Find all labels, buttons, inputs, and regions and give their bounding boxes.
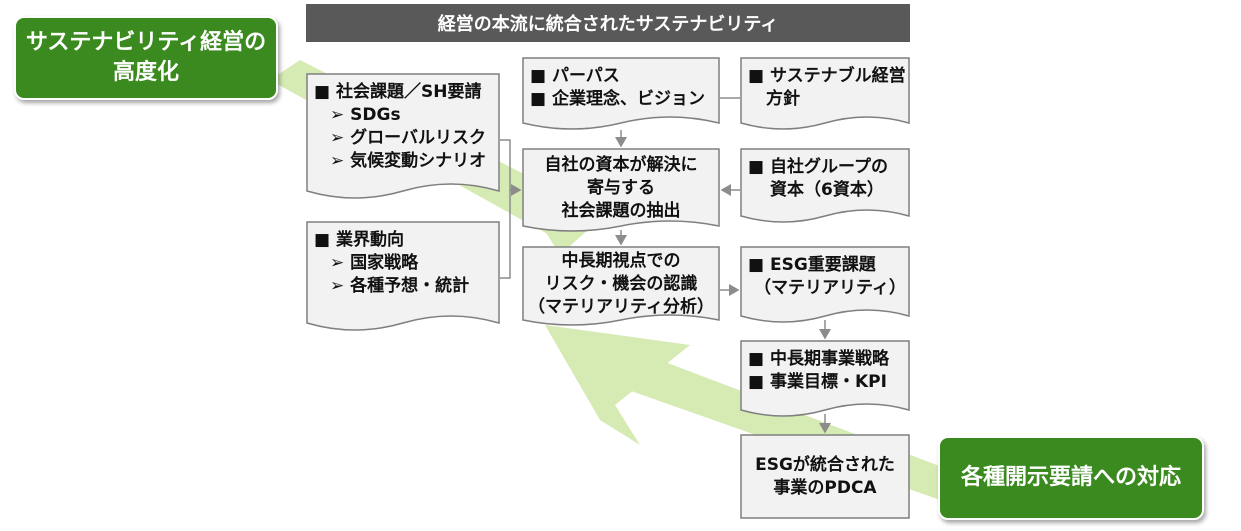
esg-line-1: ■ ESG重要課題 <box>748 255 876 275</box>
industry-trends-box: ■ 業界動向 ➢ 国家戦略 ➢ 各種予想・統計 <box>306 221 500 339</box>
capital-line-2: 資本（6資本） <box>770 180 884 200</box>
esg-materiality-box: ■ ESG重要課題 （マテリアリティ） <box>740 246 910 328</box>
purpose-line-2: ■ 企業理念、ビジョン <box>530 89 705 109</box>
strategy-box: ■ 中長期事業戦略 ■ 事業目標・KPI <box>740 340 910 422</box>
recognize-line-3: （マテリアリティ分析） <box>528 296 714 317</box>
arrow-social-to-extract <box>500 139 522 196</box>
pdca-line-1: ESGが統合された <box>755 455 895 475</box>
policy-line-1: ■ サステナブル経営 <box>748 66 906 86</box>
esg-line-2: （マテリアリティ） <box>754 278 906 298</box>
badge-tl-line-1: サステナビリティ経営の <box>25 30 267 55</box>
pdca-line-2: 事業のPDCA <box>773 478 877 498</box>
strategy-line-1: ■ 中長期事業戦略 <box>748 349 889 369</box>
pdca-box: ESGが統合された 事業のPDCA <box>740 434 910 520</box>
policy-line-2: 方針 <box>766 89 800 109</box>
capital-line-1: ■ 自社グループの <box>748 157 888 177</box>
extract-line-1: 自社の資本が解決に <box>544 154 698 175</box>
purpose-line-1: ■ パーパス <box>530 66 620 86</box>
recognize-line-2: リスク・機会の認識 <box>544 273 698 294</box>
social-issues-box: ■ 社会課題／SH要請 ➢ SDGs ➢ グローバルリスク ➢ 気候変動シナリオ <box>306 73 500 207</box>
social-item-climate: ➢ 気候変動シナリオ <box>330 151 487 171</box>
badge-disclosure-response: 各種開示要請への対応 <box>938 436 1204 520</box>
recognize-line-1: 中長期視点での <box>561 250 681 271</box>
extract-line-2: 寄与する <box>587 177 655 198</box>
diagram-header: 経営の本流に統合されたサステナビリティ <box>306 4 910 42</box>
industry-item-forecast: ➢ 各種予想・統計 <box>330 276 470 296</box>
diagonal-arrow-bottom-head <box>545 325 690 445</box>
line-industry-to-extract <box>500 190 511 279</box>
capital-box: ■ 自社グループの 資本（6資本） <box>740 148 910 228</box>
strategy-line-2: ■ 事業目標・KPI <box>748 372 887 392</box>
badge-sustainability-management: サステナビリティ経営の 高度化 <box>14 16 278 100</box>
extract-line-3: 社会課題の抽出 <box>561 200 681 221</box>
purpose-box: ■ パーパス ■ 企業理念、ビジョン <box>522 57 720 137</box>
badge-br-line-1: 各種開示要請への対応 <box>960 465 1181 490</box>
industry-title: ■ 業界動向 <box>314 230 404 250</box>
industry-item-national: ➢ 国家戦略 <box>330 253 419 273</box>
badge-tl-line-2: 高度化 <box>112 60 179 85</box>
social-issues-title: ■ 社会課題／SH要請 <box>314 82 482 102</box>
social-item-sdgs: ➢ SDGs <box>330 105 401 125</box>
risk-opportunity-box: 中長期視点での リスク・機会の認識 （マテリアリティ分析） <box>522 246 720 332</box>
social-item-global-risk: ➢ グローバルリスク <box>330 128 487 148</box>
policy-box: ■ サステナブル経営 方針 <box>740 57 910 137</box>
issue-extraction-box: 自社の資本が解決に 寄与する 社会課題の抽出 <box>522 148 720 238</box>
